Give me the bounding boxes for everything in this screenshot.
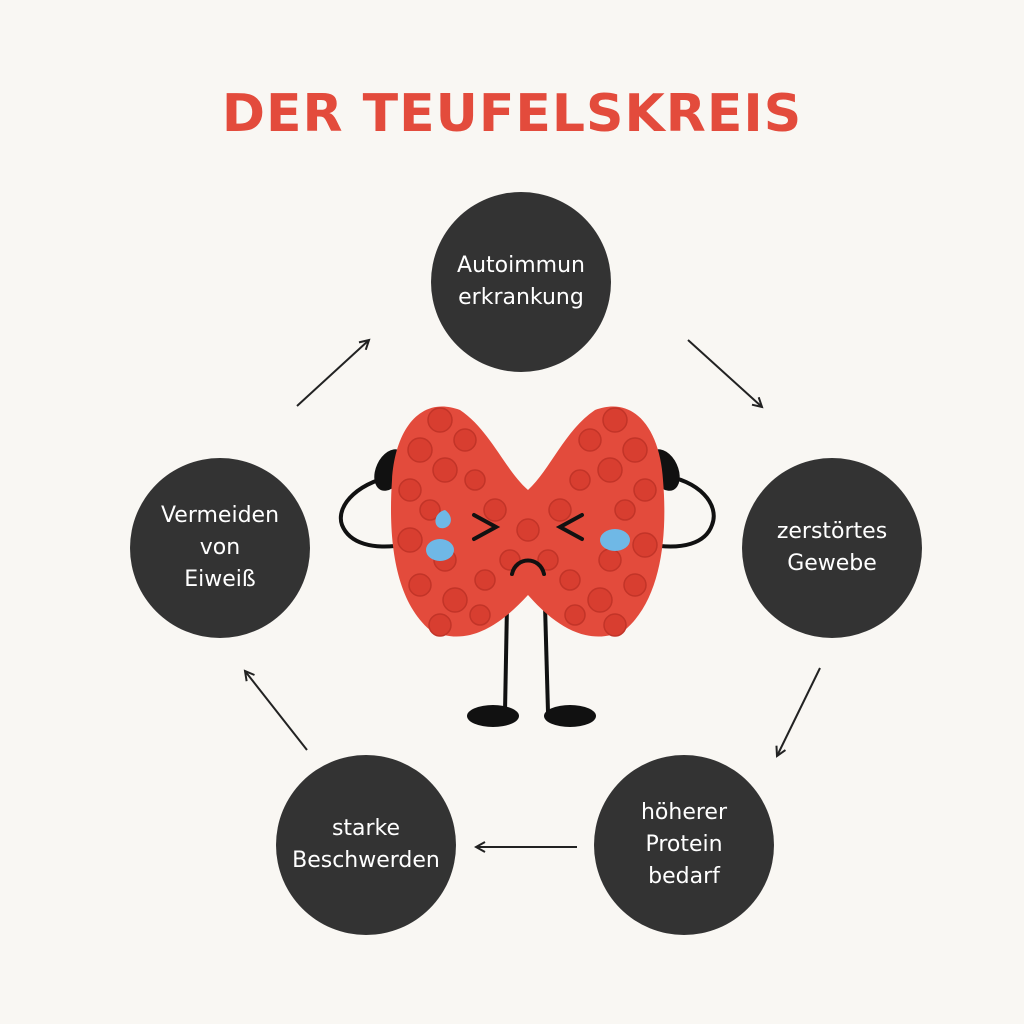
cycle-node-beschwerden: starke Beschwerden xyxy=(276,755,456,935)
arrow-eiweiss-to-autoimmun xyxy=(296,340,369,407)
cycle-node-protein: höherer Protein bedarf xyxy=(594,755,774,935)
cycle-node-eiweiss: Vermeiden von Eiweiß xyxy=(130,458,310,638)
arrow-beschwerden-to-eiweiss xyxy=(245,671,308,751)
cycle-node-autoimmun: Autoimmun erkrankung xyxy=(431,192,611,372)
node-label-line: Beschwerden xyxy=(292,848,440,873)
arrow-gewebe-to-protein xyxy=(777,667,821,756)
cycle-node-gewebe: zerstörtes Gewebe xyxy=(742,458,922,638)
node-label-line: Protein xyxy=(645,832,723,857)
node-label-line: Vermeiden xyxy=(160,503,280,528)
node-label-line: zerstörtes xyxy=(776,519,888,544)
node-label-line: Gewebe xyxy=(787,551,877,576)
node-label-line: bedarf xyxy=(648,864,720,889)
node-label-line: Eiweiß xyxy=(184,567,256,592)
node-label-line: Autoimmun xyxy=(457,253,585,278)
node-label-line: höherer xyxy=(640,800,728,825)
page-title: DER TEUFELSKREIS xyxy=(221,84,803,144)
node-label-line: starke xyxy=(331,816,401,841)
node-label-line: erkrankung xyxy=(458,285,584,310)
crying-thyroid-icon xyxy=(338,406,716,727)
node-label-line: von xyxy=(199,535,241,560)
arrow-autoimmun-to-gewebe xyxy=(687,339,762,407)
